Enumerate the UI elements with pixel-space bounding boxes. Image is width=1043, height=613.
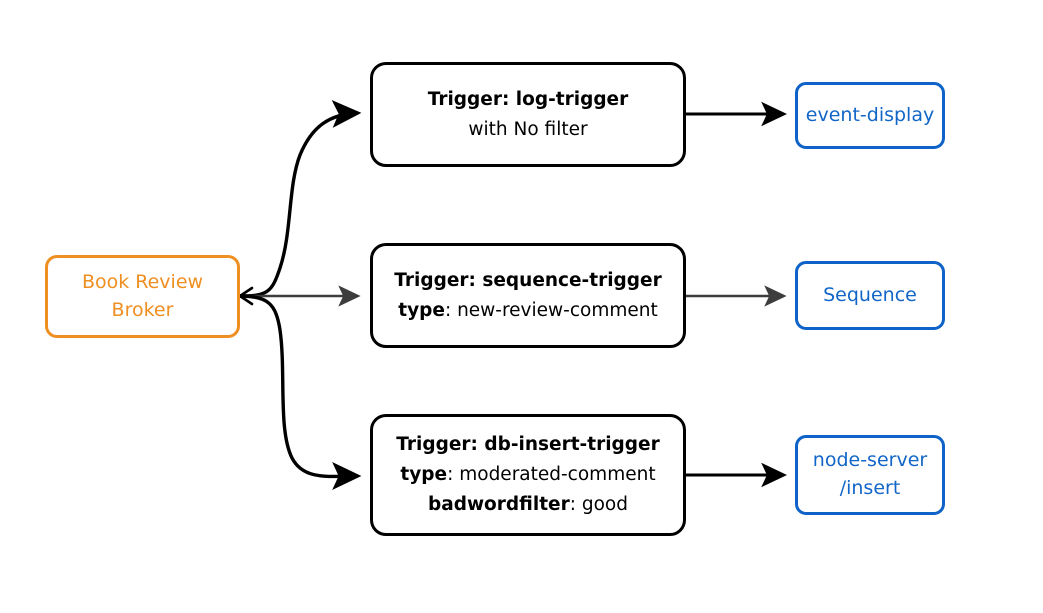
trigger-1-line-1-val: : new-review-comment bbox=[444, 299, 658, 321]
sink-2-label-line2: /insert bbox=[839, 477, 901, 499]
node-trigger-db-insert-trigger[interactable]: Trigger: db-insert-trigger type: moderat… bbox=[370, 414, 686, 536]
trigger-2-line-2: badwordfilter: good bbox=[428, 494, 628, 515]
trigger-1-line-1-key: type bbox=[398, 299, 445, 321]
edge-broker-to-log-trigger bbox=[239, 100, 362, 298]
sink-1-label-line1: Sequence bbox=[823, 283, 917, 306]
trigger-2-line-0-key: Trigger: db-insert-trigger bbox=[396, 434, 660, 456]
node-sink-node-server-insert[interactable]: node-server /insert bbox=[795, 435, 945, 515]
trigger-0-line-0: Trigger: log-trigger bbox=[428, 89, 628, 110]
node-trigger-log-trigger[interactable]: Trigger: log-trigger with No filter bbox=[370, 62, 686, 167]
trigger-1-line-1: type: new-review-comment bbox=[398, 300, 657, 321]
trigger-0-line-1: with No filter bbox=[468, 119, 587, 140]
trigger-2-line-1-key: type bbox=[400, 464, 448, 486]
trigger-2-line-2-val: : good bbox=[569, 493, 628, 515]
node-sink-event-display[interactable]: event-display bbox=[795, 82, 945, 149]
sink-0-label-line1: event-display bbox=[805, 103, 935, 126]
node-book-review-broker[interactable]: Book Review Broker bbox=[45, 255, 240, 338]
broker-label-line1: Book Review bbox=[81, 270, 204, 293]
edge-broker-junction-tick bbox=[238, 286, 254, 306]
trigger-0-line-0-key: Trigger: log-trigger bbox=[427, 88, 629, 110]
trigger-2-line-1-val: : moderated-comment bbox=[447, 464, 656, 486]
trigger-1-line-0-key: Trigger: sequence-trigger bbox=[394, 269, 662, 291]
node-sink-sequence[interactable]: Sequence bbox=[795, 261, 945, 330]
broker-label-line2: Broker bbox=[111, 298, 174, 321]
trigger-2-line-0: Trigger: db-insert-trigger bbox=[396, 434, 659, 455]
trigger-2-line-2-key: badwordfilter bbox=[428, 493, 570, 515]
trigger-1-line-0: Trigger: sequence-trigger bbox=[394, 270, 661, 291]
trigger-2-line-1: type: moderated-comment bbox=[400, 464, 655, 485]
trigger-0-line-1-val: with No filter bbox=[468, 118, 588, 140]
node-trigger-sequence-trigger[interactable]: Trigger: sequence-trigger type: new-revi… bbox=[370, 243, 686, 348]
sink-2-label-line1: node-server bbox=[812, 449, 928, 472]
edge-broker-to-db-insert-trigger bbox=[239, 294, 362, 490]
